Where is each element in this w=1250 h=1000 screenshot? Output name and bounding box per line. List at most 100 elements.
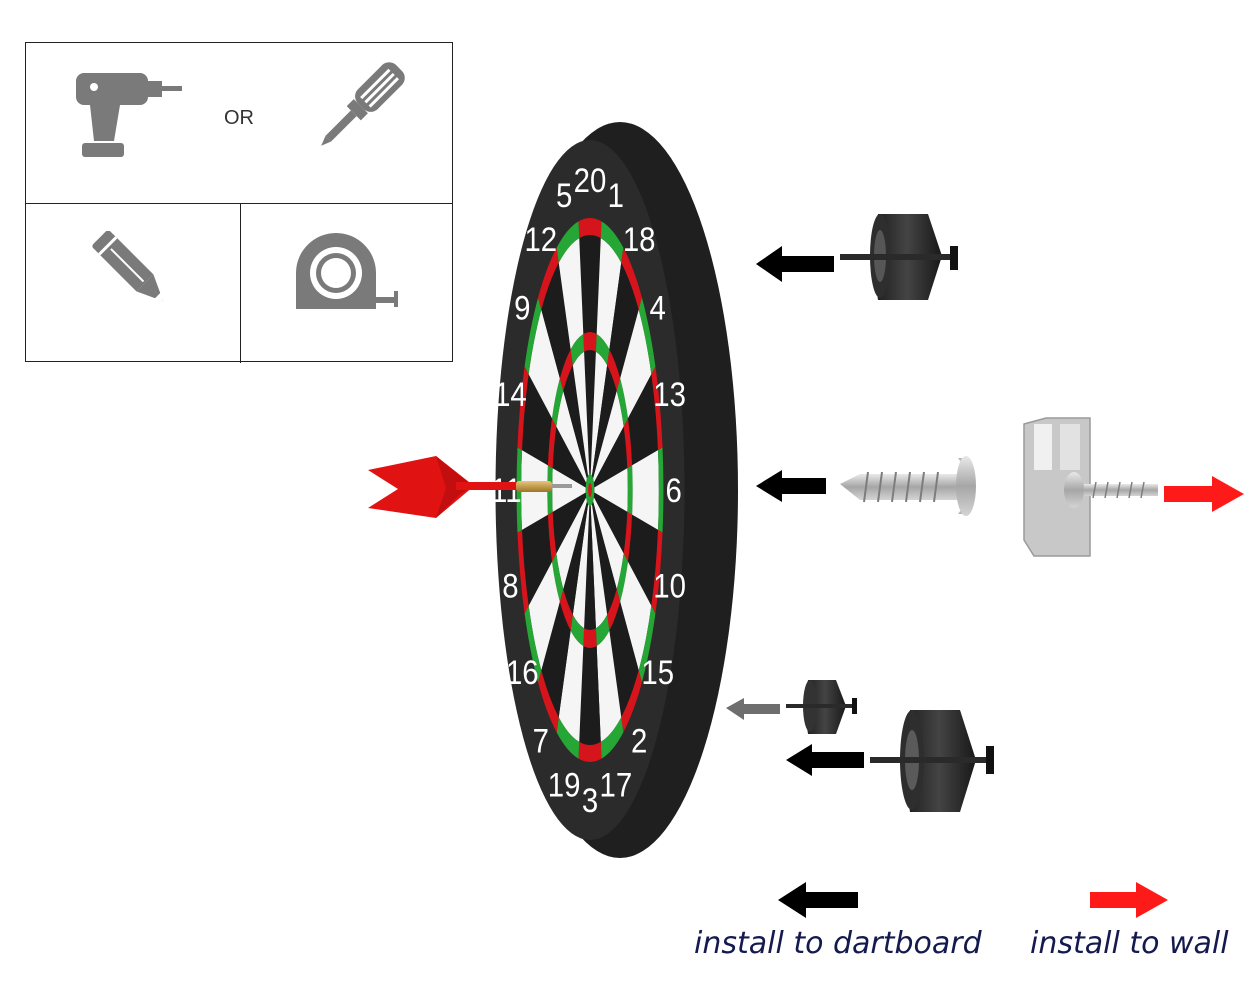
board-single-inner: [593, 426, 628, 488]
board-single-inner: [556, 391, 587, 483]
board-single-inner: [572, 504, 590, 629]
board-single-inner: [563, 501, 589, 615]
board-number: 19: [548, 766, 581, 805]
board-double-ring: [651, 366, 663, 451]
small-bumper-arrow: [726, 698, 780, 720]
board-single-inner: [593, 497, 624, 589]
board-single-inner: [591, 365, 617, 479]
board-treble-ring: [551, 553, 564, 602]
board-number: 15: [641, 653, 674, 692]
board-double-ring: [578, 218, 602, 239]
board-treble-ring: [551, 378, 564, 427]
board-double-ring: [600, 221, 624, 263]
bracket-screw-hardware: [840, 456, 976, 516]
board-treble-ring: [559, 349, 573, 392]
board-bullseye: [588, 483, 592, 497]
board-single-outer: [521, 514, 552, 606]
wall-bracket: [1023, 417, 1158, 557]
board-single-inner: [584, 350, 596, 475]
board-double-ring: [578, 741, 602, 762]
board-treble-ring: [547, 511, 557, 562]
board-single-outer: [620, 309, 652, 419]
board-number: 16: [506, 653, 539, 692]
dartboard: 2011841361015217319716811149125: [491, 140, 686, 840]
screw-arrow: [756, 470, 826, 502]
board-double-ring: [517, 366, 529, 451]
board-double-ring: [556, 221, 580, 263]
panel-divider-vertical: [240, 203, 241, 363]
legend-wall-label: install to wall: [1030, 926, 1229, 961]
board-treble-ring: [607, 349, 621, 392]
board-number: 20: [574, 161, 607, 200]
board-single-outer: [609, 601, 639, 718]
board-number: 9: [514, 289, 530, 328]
board-single-outer: [609, 262, 639, 379]
board-treble-ring: [623, 418, 633, 469]
board-double-ring: [651, 529, 663, 614]
top-bumper-hardware: [840, 214, 958, 300]
board-single-inner: [593, 391, 624, 483]
board-number: 8: [502, 567, 518, 606]
top-bumper-arrow: [756, 246, 834, 282]
board-single-inner: [552, 492, 587, 554]
dart: [368, 456, 572, 518]
tape-measure-icon: [296, 233, 398, 309]
board-number: 13: [653, 375, 686, 414]
board-treble-ring: [547, 418, 557, 469]
panel-divider-horizontal: [26, 203, 452, 204]
board-number: 4: [650, 289, 666, 328]
board-single-outer: [528, 561, 560, 671]
board-single-outer: [620, 561, 652, 671]
board-number: 17: [600, 766, 633, 805]
legend-dartboard-label: install to dartboard: [694, 926, 982, 961]
board-single-outer: [596, 630, 622, 742]
board-single-outer: [541, 262, 571, 379]
board-number: 7: [533, 722, 549, 761]
board-double-ring: [638, 605, 656, 683]
legend-wall-arrow: [1090, 882, 1168, 918]
screwdriver-icon: [321, 62, 405, 146]
board-single-outer: [628, 514, 659, 606]
board-treble-ring: [583, 628, 597, 648]
board-number: 6: [666, 471, 682, 510]
board-single-inner: [552, 426, 587, 488]
board-treble-ring: [616, 378, 629, 427]
board-treble-ring: [627, 465, 633, 515]
board-number: 5: [556, 176, 572, 215]
board-single-inner: [563, 365, 589, 479]
board-double-ring: [621, 670, 642, 733]
board-treble-ring: [595, 333, 610, 366]
board-double-ring: [538, 670, 559, 733]
board-single-outer: [579, 646, 601, 745]
board-number: 18: [623, 220, 656, 259]
board-double-ring: [538, 247, 559, 310]
board-double-ring: [600, 717, 624, 759]
small-bumper-hardware: [786, 680, 857, 734]
board-double-ring: [524, 297, 542, 375]
board-double-ring: [556, 717, 580, 759]
board-single-inner: [591, 501, 617, 615]
board-number: 10: [653, 567, 686, 606]
board-treble-ring: [623, 511, 633, 562]
board-single-outer: [596, 238, 622, 350]
board-number: 2: [631, 722, 647, 761]
board-single-inner: [590, 504, 608, 629]
board-single-inner: [593, 492, 628, 554]
board-treble-ring: [595, 614, 610, 647]
board-treble-ring: [570, 333, 585, 366]
board-single-inner: [552, 468, 586, 512]
board-number: 1: [608, 176, 624, 215]
legend-dartboard-arrow: [778, 882, 858, 918]
board-single-inner: [556, 497, 587, 589]
board-treble-ring: [616, 553, 629, 602]
board-single-outer: [521, 374, 552, 466]
tools-panel: OR: [25, 42, 453, 363]
board-double-ring: [524, 605, 542, 683]
board-single-inner: [572, 351, 590, 476]
board-single-inner: [594, 468, 628, 512]
board-treble-ring: [559, 588, 573, 631]
board-double-ring: [658, 447, 664, 533]
board-double-ring: [621, 247, 642, 310]
drill-icon: [76, 73, 182, 157]
